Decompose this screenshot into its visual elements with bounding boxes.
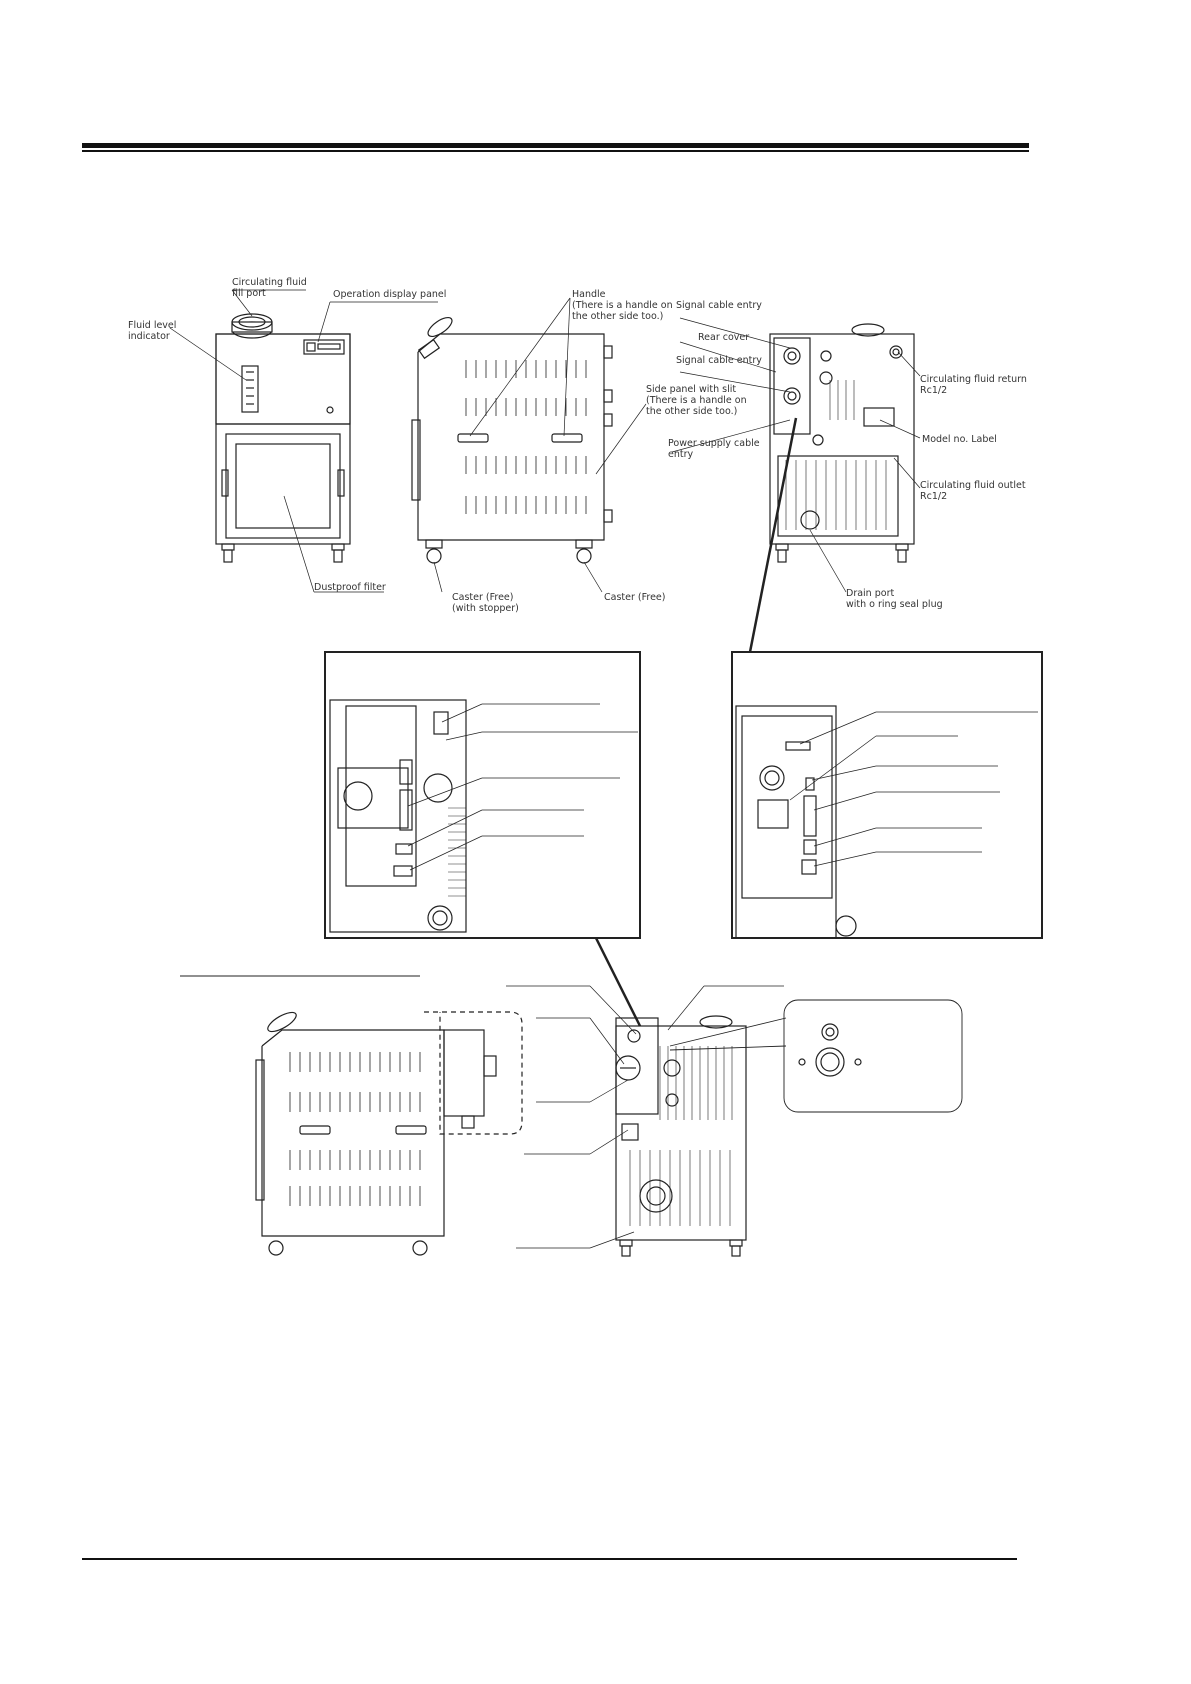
- label-model-label: Model no. Label: [922, 434, 997, 445]
- label-caster-free: Caster (Free): [604, 592, 666, 603]
- lower-side-view: [180, 975, 523, 1256]
- footer-rule: [82, 1558, 1017, 1560]
- header-rule-thick: [82, 143, 1029, 148]
- rear-view: [671, 317, 921, 653]
- lower-rear-view: [506, 937, 963, 1257]
- label-operation-panel: Operation display panel: [333, 289, 447, 300]
- inset-right: [731, 651, 1043, 939]
- label-dustproof-filter: Dustproof filter: [314, 582, 386, 593]
- front-view: [169, 289, 438, 593]
- header-rule-thin: [82, 150, 1029, 152]
- inset-left: [324, 651, 641, 939]
- label-rear-cover: Rear cover: [698, 332, 750, 343]
- label-signal-cable-entry-1: Signal cable entry: [676, 300, 762, 311]
- label-side-panel: Side panel with slit(There is a handle o…: [646, 384, 747, 417]
- side-view: [411, 297, 647, 593]
- label-caster-stopper: Caster (Free)(with stopper): [452, 592, 519, 614]
- label-signal-cable-entry-2: Signal cable entry: [676, 355, 762, 366]
